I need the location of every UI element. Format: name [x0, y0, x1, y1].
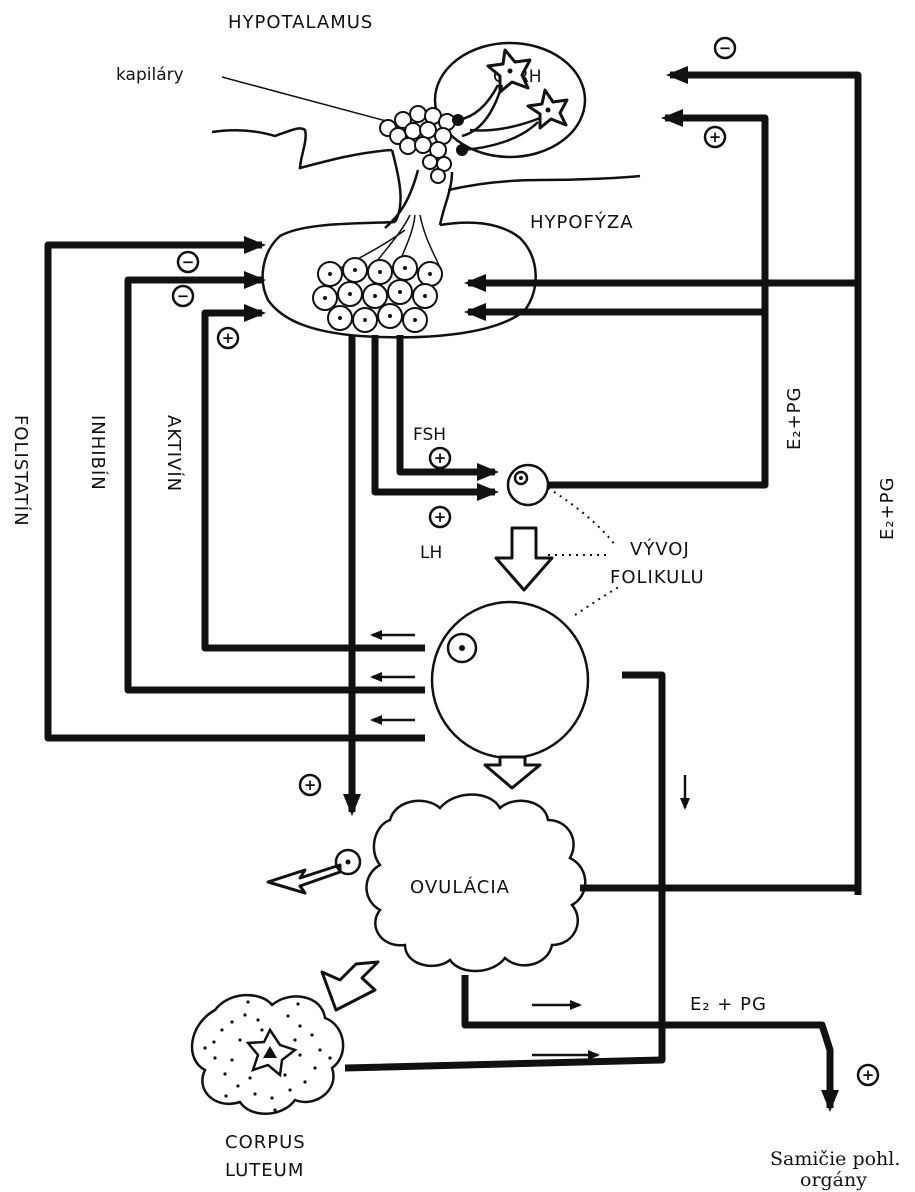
corpus-luteum [192, 995, 343, 1114]
luteum-label: LUTEUM [225, 1160, 304, 1181]
svg-text:+: + [304, 776, 317, 794]
fsh-label: FSH [413, 425, 446, 445]
e2pg-to-organs-line [465, 975, 830, 1108]
lh-line [375, 335, 495, 492]
follicle-e2pg-line [345, 675, 662, 1068]
svg-text:+: + [434, 449, 447, 467]
follicle-label: FOLIKULU [610, 567, 705, 588]
svg-text:+: + [222, 329, 235, 347]
pituitary: HYPOFÝZA [263, 211, 634, 337]
capillaries-label: kapiláry [116, 65, 184, 85]
activin-line [205, 313, 425, 648]
activin-label: AKTIVÍN [163, 415, 185, 492]
development-label: VÝVOJ [630, 538, 690, 560]
pituitary-cells [313, 256, 442, 332]
svg-text:−: − [182, 253, 195, 271]
e2pg-inner-label: E₂+PG [784, 387, 805, 450]
target-organs-label-line2: orgány [800, 1169, 867, 1191]
primary-follicle [508, 465, 548, 505]
mature-follicle [432, 602, 588, 758]
lh-label: LH [420, 543, 442, 563]
hypothalamus-label: HYPOTALAMUS [228, 12, 373, 33]
svg-text:−: − [177, 287, 190, 305]
pituitary-label: HYPOFÝZA [530, 211, 634, 233]
follistatin-label: FOLISTATÍN [10, 415, 32, 527]
svg-text:−: − [719, 39, 732, 57]
ovulation-label: OVULÁCIA [410, 876, 510, 898]
oocyte-release-arrow-icon [268, 865, 340, 893]
svg-text:+: + [709, 128, 722, 146]
e2pg-positive-feedback-line [548, 118, 765, 485]
hypothalamus: HYPOTALAMUS GnRH kapiláry [116, 12, 640, 228]
ovulation-arrow-icon [485, 757, 540, 788]
corpus-label: CORPUS [225, 1132, 306, 1153]
inhibin-label: INHIBÍN [87, 415, 109, 491]
svg-text:+: + [862, 1066, 875, 1084]
capillary-cluster [380, 106, 468, 183]
e2pg-bottom-label: E₂ + PG [690, 994, 767, 1015]
capillaries-pointer [222, 77, 390, 122]
development-arrow-icon [496, 528, 552, 590]
target-organs-label-line1: Samičie pohl. [770, 1148, 900, 1170]
e2pg-outer-label: E₂+PG [877, 477, 898, 540]
luteinization-arrow-icon [322, 962, 378, 1010]
svg-text:+: + [434, 508, 447, 526]
